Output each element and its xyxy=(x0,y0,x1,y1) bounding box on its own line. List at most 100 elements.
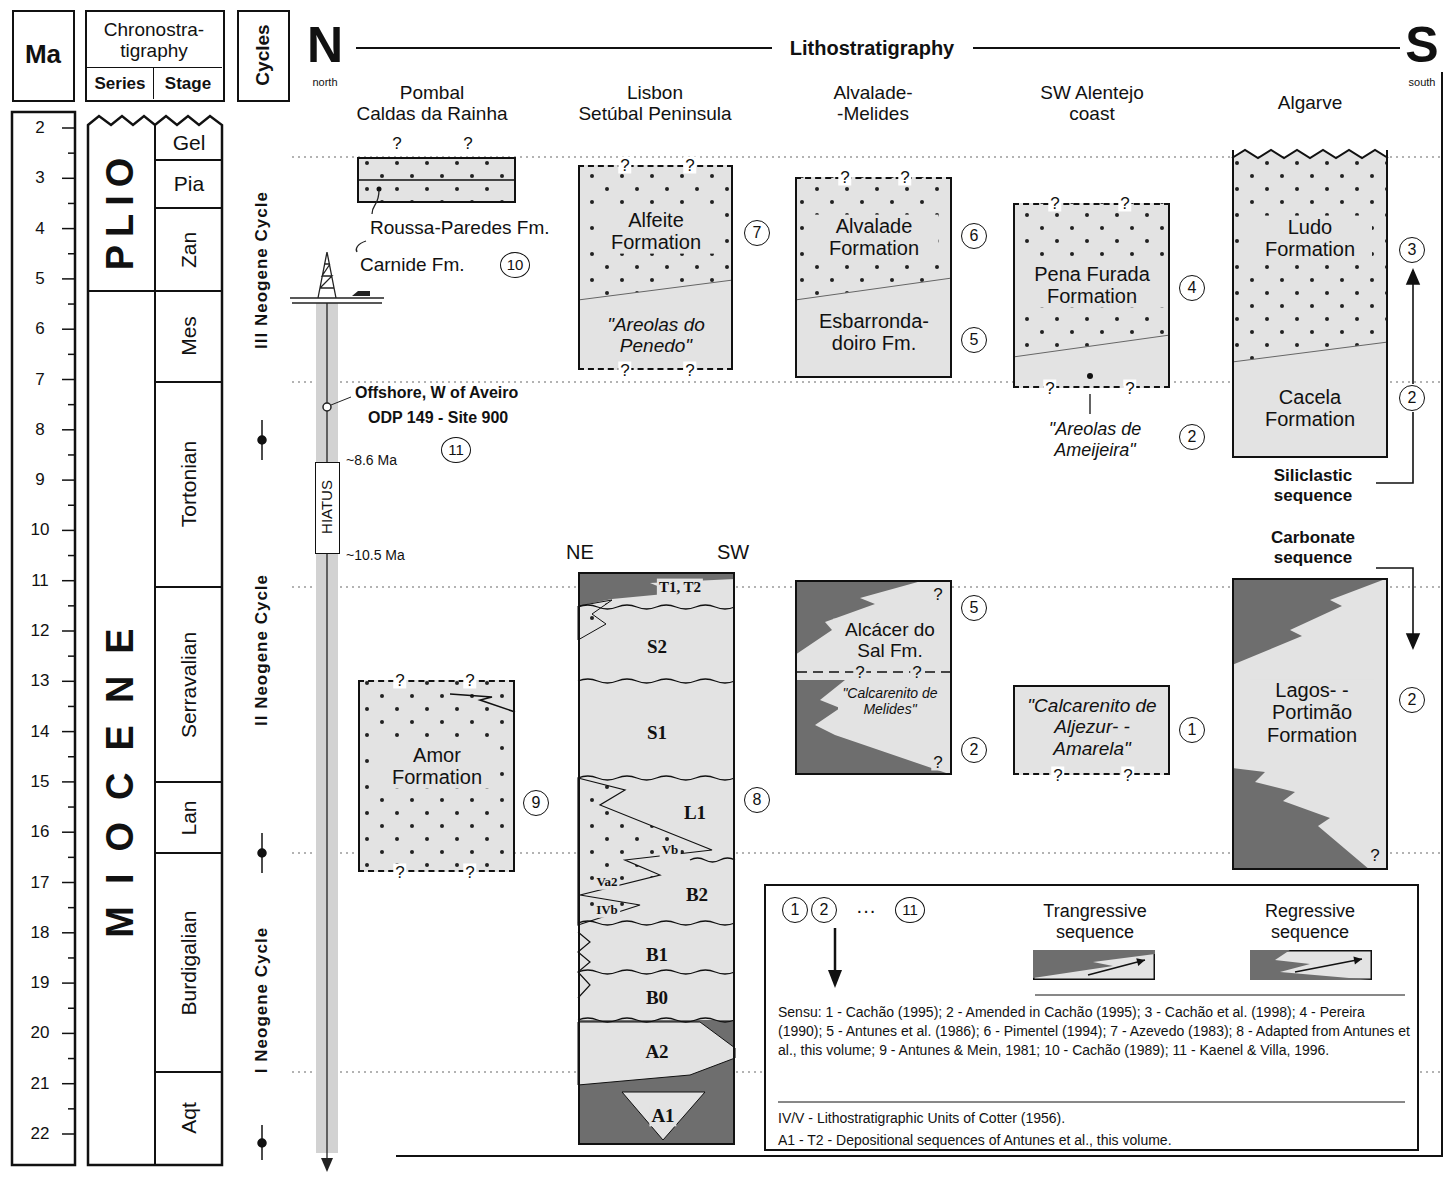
uncertainty-mark: ? xyxy=(1118,195,1131,212)
lisbon-sequences xyxy=(578,970,735,974)
node-text: Ma xyxy=(25,40,61,69)
axis-tick xyxy=(68,1008,75,1010)
axis-tick xyxy=(68,857,75,859)
column-heading: Alvalade- xyxy=(833,82,912,104)
ludo-cacela-unit xyxy=(1232,150,1388,158)
annotation: ~8.6 Ma xyxy=(346,452,397,468)
alcacer-unit xyxy=(795,580,952,775)
legend-swatch xyxy=(1034,951,1155,980)
legend-box xyxy=(765,885,1418,1150)
compass-label: Lithostratigraphy xyxy=(790,37,954,60)
callout-number: 10 xyxy=(500,252,530,278)
pombal-upper-unit xyxy=(358,179,515,181)
header-box: Chronostra- tigraphySeriesStage xyxy=(85,10,225,102)
amor-unit xyxy=(358,680,515,872)
annotation: "Areolas de Ameijeira" xyxy=(1030,419,1160,460)
legend-swatch xyxy=(1250,950,1372,980)
ludo-cacela-unit xyxy=(1232,150,1388,458)
node-text: "Areolas do Penedo" xyxy=(593,314,719,357)
column-heading: Caldas da Rainha xyxy=(356,103,507,125)
annotation: Carnide Fm. xyxy=(360,254,465,276)
axis-tick xyxy=(62,228,75,230)
age-label: 11 xyxy=(31,571,49,591)
uncertainty-mark: ? xyxy=(1121,767,1134,784)
column-heading: Setúbal Peninsula xyxy=(578,103,731,125)
stage-label: Burdigalian xyxy=(177,910,201,1015)
legend-swatch xyxy=(1251,951,1372,980)
uncertainty-mark: ? xyxy=(931,754,944,771)
uncertainty-mark: ? xyxy=(1048,195,1061,212)
age-label: 13 xyxy=(31,672,50,692)
age-label: 20 xyxy=(31,1024,50,1044)
age-label: 17 xyxy=(31,873,50,893)
axis-tick xyxy=(68,907,75,909)
pena-furada-unit xyxy=(1013,335,1170,357)
alvalade-unit xyxy=(795,177,952,378)
uncertainty-mark: ? xyxy=(683,362,696,379)
age-label: 3 xyxy=(35,169,44,189)
callout-number: 11 xyxy=(895,897,925,923)
age-label: 9 xyxy=(35,470,44,490)
compass-label: north xyxy=(312,76,337,89)
annotation: Siliclastic sequence xyxy=(1256,466,1371,505)
axis-tick xyxy=(68,303,75,305)
callout-number: 5 xyxy=(961,327,987,353)
amor-unit xyxy=(358,680,515,872)
axis-tick xyxy=(68,1058,75,1060)
node-text: T1, T2 xyxy=(657,579,703,596)
lisbon-sequences xyxy=(578,572,735,1145)
sequence-arrows xyxy=(1407,270,1419,284)
lisbon-sequences xyxy=(578,1018,735,1022)
header-box: Ma xyxy=(12,10,75,102)
lagos-portimao-unit xyxy=(1232,768,1370,870)
age-label: 21 xyxy=(31,1074,50,1094)
series-label: PLIO xyxy=(99,150,143,271)
legend-arrow xyxy=(1353,957,1362,965)
callout-number: 2 xyxy=(811,897,837,923)
callout-number: 2 xyxy=(1399,385,1425,411)
stage-label: Mes xyxy=(177,316,201,356)
callout-number: 9 xyxy=(523,790,549,816)
legend-swatch xyxy=(1250,950,1372,980)
age-axis xyxy=(12,112,75,1165)
callout-number: 5 xyxy=(961,595,987,621)
frame-lines xyxy=(356,47,772,49)
annotation: Roussa-Paredes Fm. xyxy=(370,217,550,239)
callout-number: 8 xyxy=(744,787,770,813)
axis-tick xyxy=(62,1033,75,1035)
annotation: Offshore, W of Aveiro xyxy=(355,384,518,402)
axis-tick xyxy=(62,278,75,280)
node-text: Esbarronda- doiro Fm. xyxy=(810,310,939,355)
legend-arrow xyxy=(1295,959,1362,972)
alcacer-unit xyxy=(797,671,950,673)
node-text: Alfeite Formation xyxy=(594,209,718,254)
uncertainty-mark: ? xyxy=(898,169,911,186)
callout-number: 2 xyxy=(961,737,987,763)
age-label: 16 xyxy=(31,822,50,842)
formation-box: Amor Formation xyxy=(358,680,515,872)
axis-tick xyxy=(68,505,75,507)
lisbon-sequences xyxy=(578,572,735,606)
legend-box xyxy=(828,970,842,988)
formation-box: Ludo FormationCacela Formation xyxy=(1232,150,1388,458)
callout-number: 3 xyxy=(1399,237,1425,263)
axis-tick xyxy=(62,580,75,582)
alfeite-unit xyxy=(578,165,733,370)
header-box: Cycles xyxy=(237,10,290,102)
uncertainty-mark: ? xyxy=(393,672,406,689)
axis-tick xyxy=(68,253,75,255)
column-heading: Lisbon xyxy=(627,82,683,104)
column-heading: Algarve xyxy=(1278,92,1342,114)
node-text: L1 xyxy=(682,802,708,823)
chronostratigraphy-column xyxy=(88,124,222,1165)
legend-box xyxy=(765,885,1418,1150)
annotation: SW xyxy=(717,541,749,564)
legend-text: Regressive sequence xyxy=(1248,901,1373,942)
axis-tick xyxy=(62,781,75,783)
node-text: "Calcarenito de Melides" xyxy=(838,686,942,717)
stage-label: Pia xyxy=(174,172,204,196)
axis-tick xyxy=(68,152,75,154)
odp-well xyxy=(321,1158,333,1172)
callout-number: 2 xyxy=(1399,687,1425,713)
legend-swatch xyxy=(1033,950,1155,980)
